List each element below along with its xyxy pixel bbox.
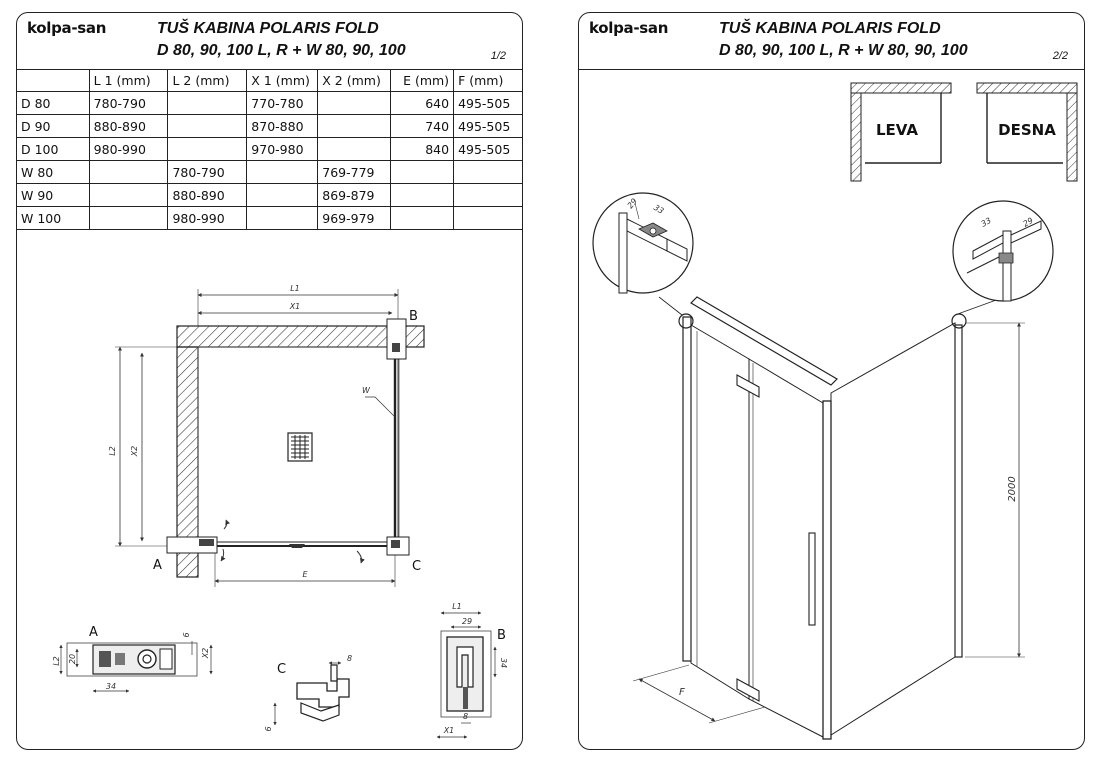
table-cell (246, 160, 319, 184)
technical-drawing-sheet-2: LEVA DESNA (592, 82, 1078, 740)
brand-logo: kolpa-san (27, 19, 107, 37)
technical-drawing-sheet-1: L1 X1 L2 X2 W E A B C A (52, 284, 508, 739)
detail-c-dim-8: 8 (347, 654, 352, 663)
table-cell: W 100 (17, 206, 90, 230)
table-cell (317, 114, 392, 138)
detail-right-zoom: 33 29 (952, 200, 1054, 302)
detail-b-dim-34: 34 (499, 658, 508, 668)
leva-orientation-diagram: LEVA (850, 82, 952, 182)
table-header-cell: F (mm) (453, 69, 522, 92)
plan-view: L1 X1 L2 X2 W E A B C (108, 284, 425, 587)
detail-c-dim-6: 6 (264, 726, 273, 731)
table-row: D 80 780-790 770-780 640 495-505 (17, 91, 522, 115)
table-cell: 770-780 (246, 91, 319, 115)
table-cell (167, 114, 248, 138)
table-cell: 970-980 (246, 137, 319, 161)
table-row: D 100 980-990 970-980 840 495-505 (17, 137, 522, 161)
drawing-sheet-2: kolpa-san TUŠ KABINA POLARIS FOLD D 80, … (578, 12, 1085, 750)
detail-b-dim-8: 8 (463, 712, 468, 721)
detail-b-dim-29: 29 (462, 617, 472, 626)
detail-b-dim-l1: L1 (452, 602, 462, 611)
detail-a: A L2 20 6 X2 34 (52, 625, 213, 693)
detail-right-dim-29: 29 (1022, 216, 1035, 229)
dim-label-l1: L1 (290, 284, 300, 293)
table-cell: 880-890 (88, 114, 169, 138)
detail-c: C 8 6 (264, 654, 352, 732)
drain-grate (287, 432, 313, 462)
table-cell (390, 206, 455, 230)
detail-b-dim-x1: X1 (443, 726, 455, 735)
leva-label: LEVA (876, 121, 918, 139)
drawing-sheet-1: kolpa-san TUŠ KABINA POLARIS FOLD D 80, … (16, 12, 523, 750)
table-cell (246, 206, 319, 230)
dim-label-x2: X2 (130, 446, 139, 458)
table-cell: D 90 (17, 114, 90, 138)
dimension-table: L 1 (mm) L 2 (mm) X 1 (mm) X 2 (mm) E (m… (17, 69, 522, 230)
detail-b: B L1 29 34 8 X1 (436, 602, 508, 739)
brand-logo: kolpa-san (589, 19, 669, 37)
table-cell (317, 91, 392, 115)
header-divider (579, 69, 1084, 70)
table-cell: D 80 (17, 91, 90, 115)
table-row: D 90 880-890 870-880 740 495-505 (17, 114, 522, 138)
detail-right-dim-33: 33 (980, 216, 993, 229)
table-header-cell: L 1 (mm) (88, 69, 169, 92)
detail-b-label: B (497, 628, 506, 643)
table-cell: 980-990 (88, 137, 169, 161)
page-number: 1/2 (490, 50, 506, 62)
table-cell: 780-790 (88, 91, 169, 115)
table-cell: 495-505 (453, 137, 522, 161)
dim-label-f: F (679, 687, 685, 698)
table-cell: W 80 (17, 160, 90, 184)
dim-label-e: E (302, 570, 308, 579)
table-header-cell: X 1 (mm) (246, 69, 319, 92)
sheet-title-line1: TUŠ KABINA POLARIS FOLD (157, 20, 379, 37)
detail-a-dim-x2: X2 (201, 648, 210, 660)
table-cell: 640 (390, 91, 455, 115)
detail-left-dim-33: 33 (652, 203, 665, 216)
callout-a: A (153, 558, 162, 573)
detail-c-label: C (277, 662, 286, 677)
table-cell: 980-990 (167, 206, 248, 230)
cabin-3d-view: 2000 F (632, 296, 1025, 740)
callout-b: B (409, 309, 418, 324)
sheet-title-line2: D 80, 90, 100 L, R + W 80, 90, 100 (719, 42, 968, 59)
detail-a-label: A (89, 625, 98, 640)
detail-a-dim-6: 6 (182, 632, 191, 637)
detail-a-dim-20: 20 (68, 654, 77, 664)
table-cell: 495-505 (453, 91, 522, 115)
dim-label-l2: L2 (108, 446, 117, 456)
sheet-title-line2: D 80, 90, 100 L, R + W 80, 90, 100 (157, 42, 406, 59)
table-cell (246, 183, 319, 207)
table-cell: 495-505 (453, 114, 522, 138)
table-row: W 80 780-790 769-779 (17, 160, 522, 184)
page-number: 2/2 (1052, 50, 1068, 62)
sheet-title-line1: TUŠ KABINA POLARIS FOLD (719, 20, 941, 37)
dim-label-w: W (362, 386, 371, 395)
detail-a-dim-l2: L2 (52, 656, 61, 666)
corner-box-b (386, 318, 407, 360)
callout-c: C (412, 559, 421, 574)
table-cell (453, 206, 522, 230)
desna-orientation-diagram: DESNA (976, 82, 1078, 182)
table-cell: 880-890 (167, 183, 248, 207)
table-cell (88, 160, 169, 184)
table-cell: 769-779 (317, 160, 392, 184)
dim-label-x1: X1 (289, 302, 301, 311)
height-dim-label: 2000 (1007, 476, 1018, 501)
table-cell: 969-979 (317, 206, 392, 230)
detail-a-dim-34: 34 (106, 682, 116, 691)
table-row: W 100 980-990 969-979 (17, 206, 522, 230)
desna-label: DESNA (998, 121, 1056, 139)
table-cell: 780-790 (167, 160, 248, 184)
detail-left-zoom: 29 33 (592, 192, 694, 294)
table-cell (390, 183, 455, 207)
